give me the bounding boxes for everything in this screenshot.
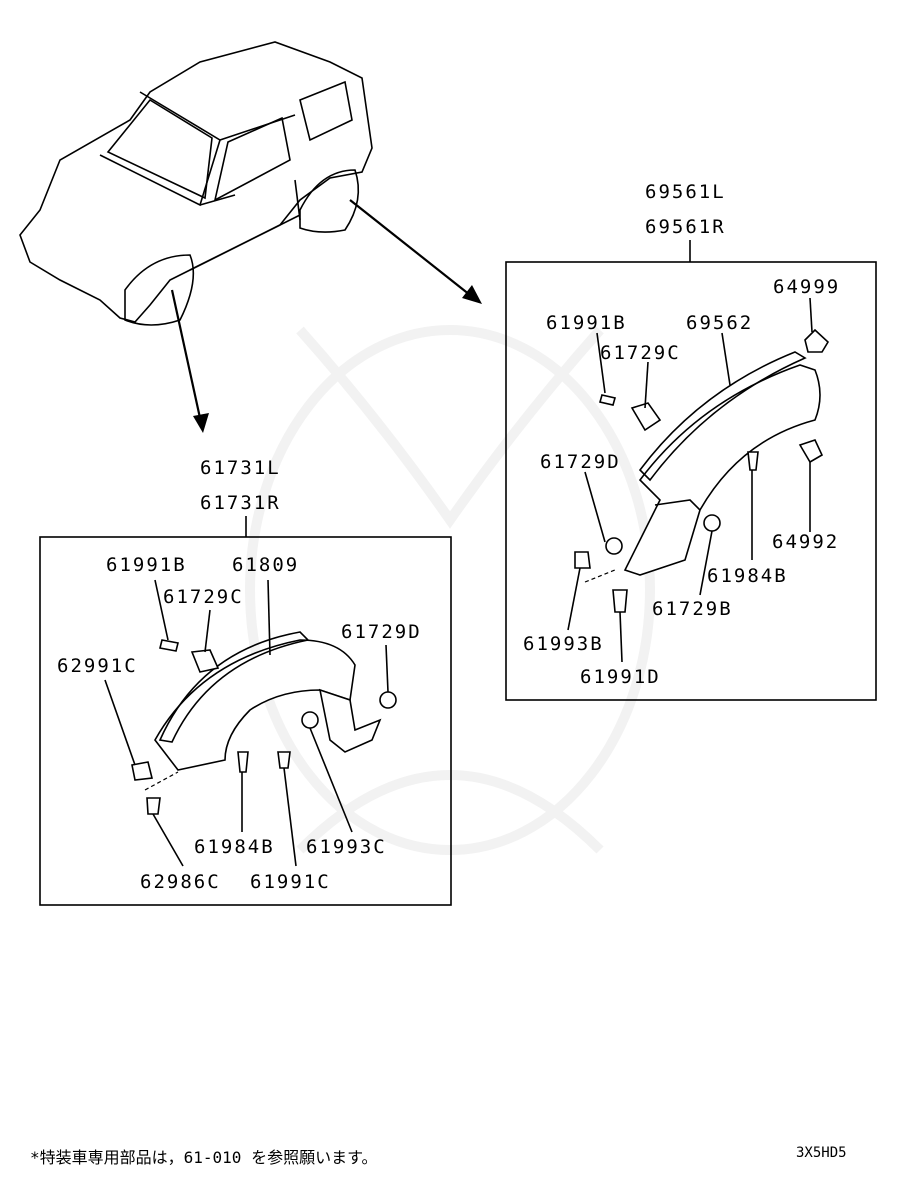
label-62986c: 62986C [140, 871, 221, 893]
label-61729c-rear: 61729C [600, 342, 681, 364]
label-62991c: 62991C [57, 655, 138, 677]
label-61991c: 61991C [250, 871, 331, 893]
front-fender-flare-drawing [144, 631, 382, 791]
screw-61991d-icon [612, 589, 628, 613]
label-61729d-front: 61729D [341, 621, 422, 643]
rear-leader-lines [567, 297, 813, 663]
watermark [245, 325, 655, 855]
nut-61993b-icon [574, 551, 591, 569]
clip-61729d-front-icon [379, 691, 397, 709]
label-61729d-rear: 61729D [540, 451, 621, 473]
screw-61991c-icon [277, 751, 291, 769]
front-assembly-number-right: 61731R [200, 492, 281, 514]
label-61984b-front: 61984B [194, 836, 275, 858]
bolt-64992-icon [798, 439, 824, 464]
front-fasteners [131, 639, 397, 815]
nut-64999-icon [804, 328, 830, 353]
rear-assembly-number-left: 69561L [645, 181, 726, 203]
label-69562: 69562 [686, 312, 753, 334]
rear-assembly-box [505, 261, 877, 701]
nut-61993c-icon [301, 711, 319, 729]
front-assembly-box [39, 536, 452, 906]
label-61991d: 61991D [580, 666, 661, 688]
footer-note: *特装車専用部品は，61-010 を参照願います。 [30, 1148, 377, 1167]
nut-62991c-icon [131, 761, 153, 781]
front-assembly-number-left: 61731L [200, 457, 281, 479]
stud-61984b-icon [747, 451, 759, 471]
callout-arrows [170, 199, 482, 433]
label-64992: 64992 [772, 531, 839, 553]
rear-fender-assembly: 69561L 69561R [505, 181, 877, 701]
rear-assembly-number-right: 69561R [645, 216, 726, 238]
rear-fender-flare-drawing [584, 351, 821, 583]
clip-61729c-icon [630, 402, 662, 432]
label-61993b: 61993B [523, 633, 604, 655]
clip-61729d-icon [605, 537, 623, 555]
label-61729b: 61729B [652, 598, 733, 620]
front-leader-lines [104, 579, 389, 867]
rear-fasteners [574, 328, 830, 613]
label-64999: 64999 [773, 276, 840, 298]
stud-61984b-front-icon [237, 751, 249, 773]
screw-61991b-front-icon [159, 639, 179, 652]
vehicle-illustration [19, 41, 373, 326]
clip-61729c-front-icon [190, 649, 220, 673]
front-fender-assembly: 61731L 61731R [39, 457, 452, 906]
clip-61729b-icon [703, 514, 721, 532]
label-61993c: 61993C [306, 836, 387, 858]
label-61729c-front: 61729C [163, 586, 244, 608]
diagram-code: 3X5HD5 [796, 1145, 847, 1161]
label-61991b-rear: 61991B [546, 312, 627, 334]
label-61809: 61809 [232, 554, 299, 576]
label-61984b-rear: 61984B [707, 565, 788, 587]
bolt-62986c-icon [146, 797, 161, 815]
screw-61991b-icon [598, 394, 617, 406]
label-61991b-front: 61991B [106, 554, 187, 576]
